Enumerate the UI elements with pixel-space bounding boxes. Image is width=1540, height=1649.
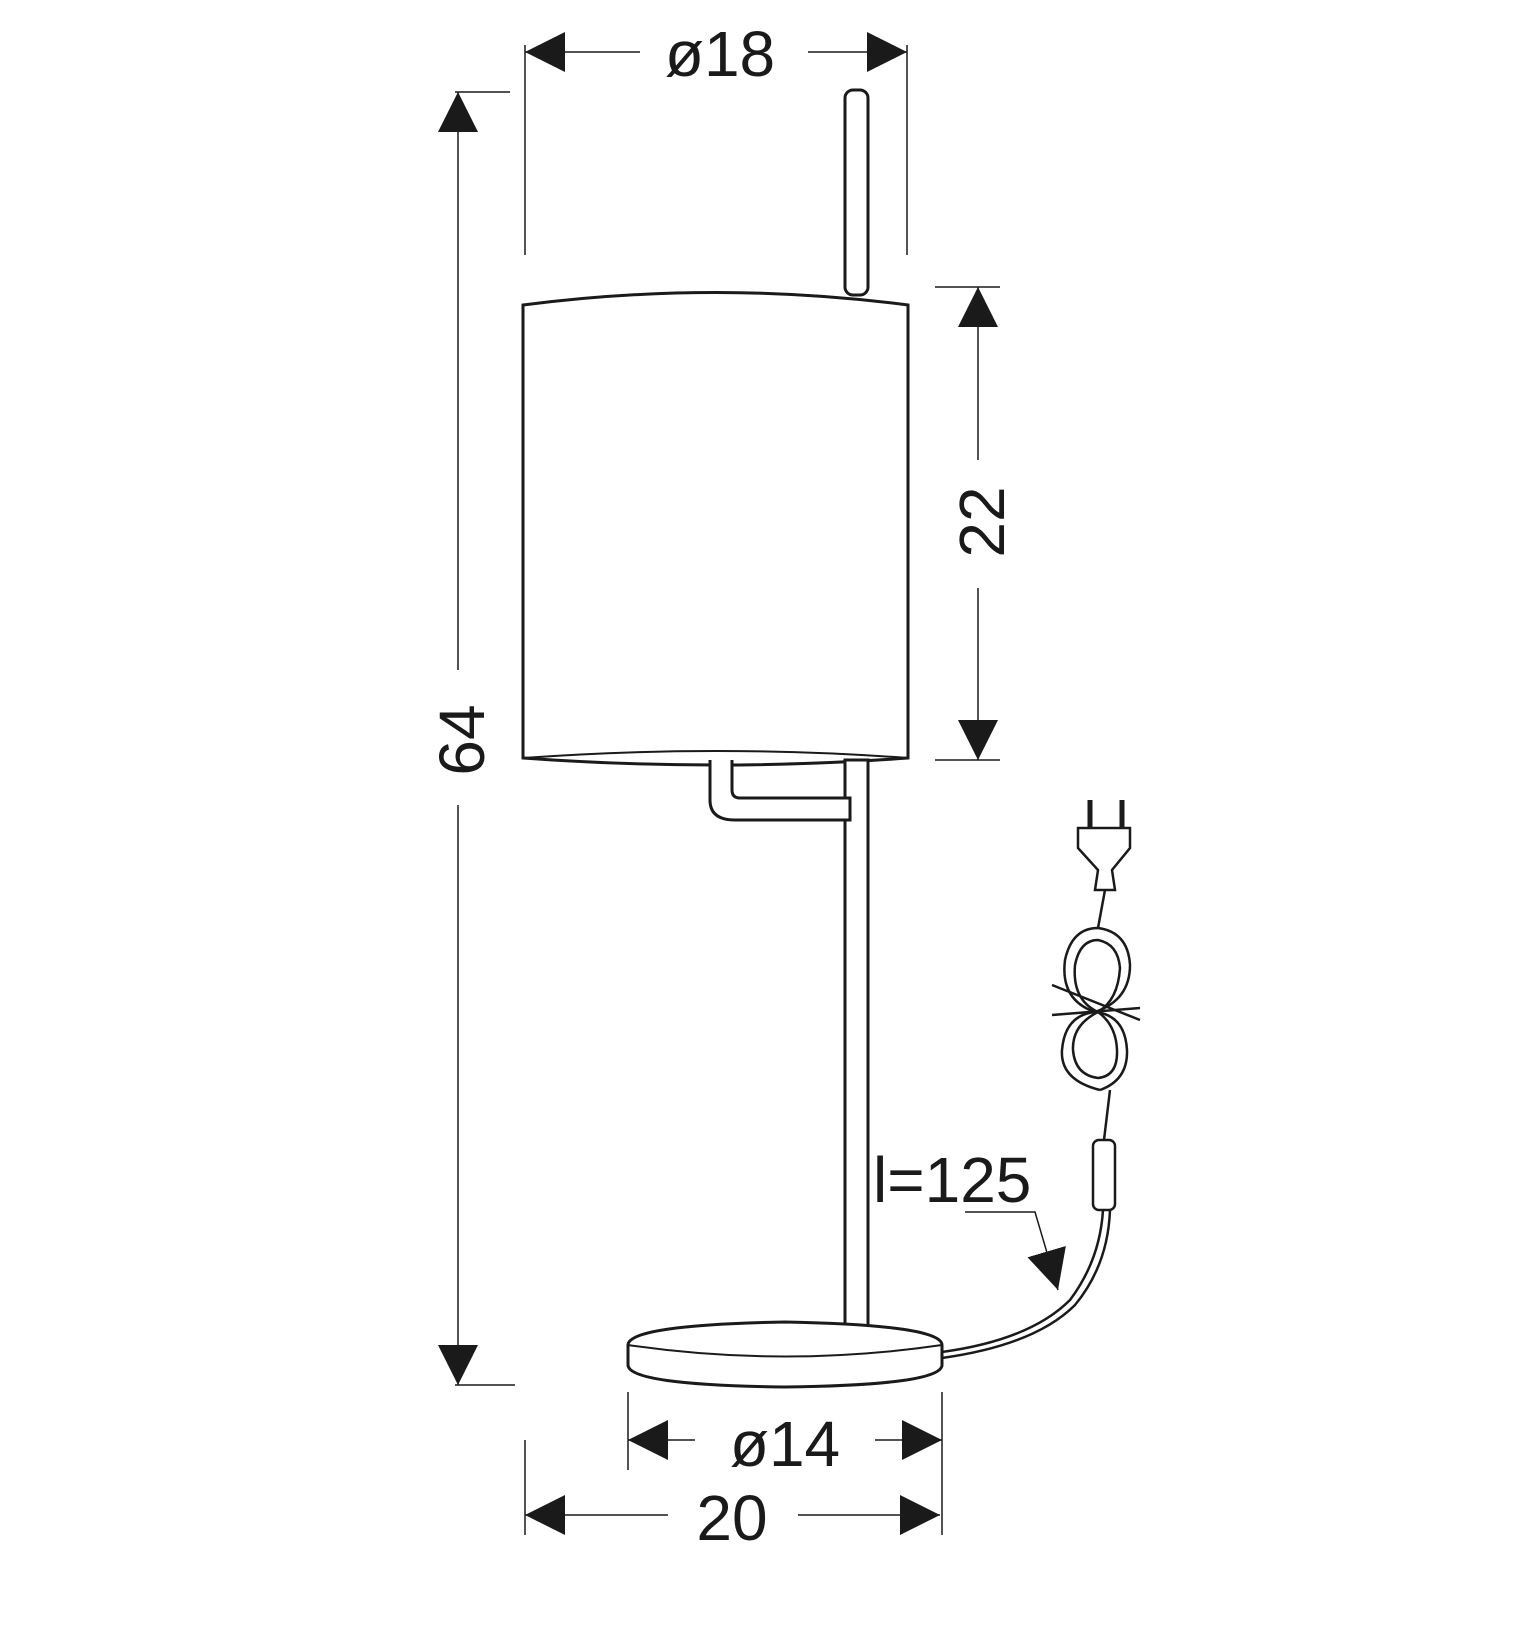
cord-switch xyxy=(1091,1138,1117,1212)
top-rod xyxy=(843,88,870,297)
stem-rod xyxy=(843,758,870,1338)
shade-bracket xyxy=(708,760,852,822)
shade-diameter-label: ø18 xyxy=(665,18,775,90)
lamp-shade xyxy=(521,291,910,767)
lamp-base xyxy=(626,1320,944,1389)
cable-length-label: l=125 xyxy=(873,1144,1031,1216)
shade-height-dimension: 22 xyxy=(946,287,1018,760)
shade-height-label: 22 xyxy=(946,486,1018,557)
lamp-drawing xyxy=(521,88,944,1389)
cable-length-dimension: l=125 xyxy=(873,1144,1066,1291)
base-diameter-dimension: ø14 xyxy=(628,1408,942,1480)
plug-icon xyxy=(1076,826,1132,892)
total-width-label: 20 xyxy=(696,1482,767,1554)
total-height-label: 64 xyxy=(426,704,498,775)
base-diameter-label: ø14 xyxy=(730,1408,840,1480)
power-cable xyxy=(941,800,1141,1360)
total-height-dimension: 64 xyxy=(426,92,498,1385)
total-width-dimension: 20 xyxy=(525,1482,940,1554)
shade-diameter-dimension: ø18 xyxy=(525,18,907,90)
